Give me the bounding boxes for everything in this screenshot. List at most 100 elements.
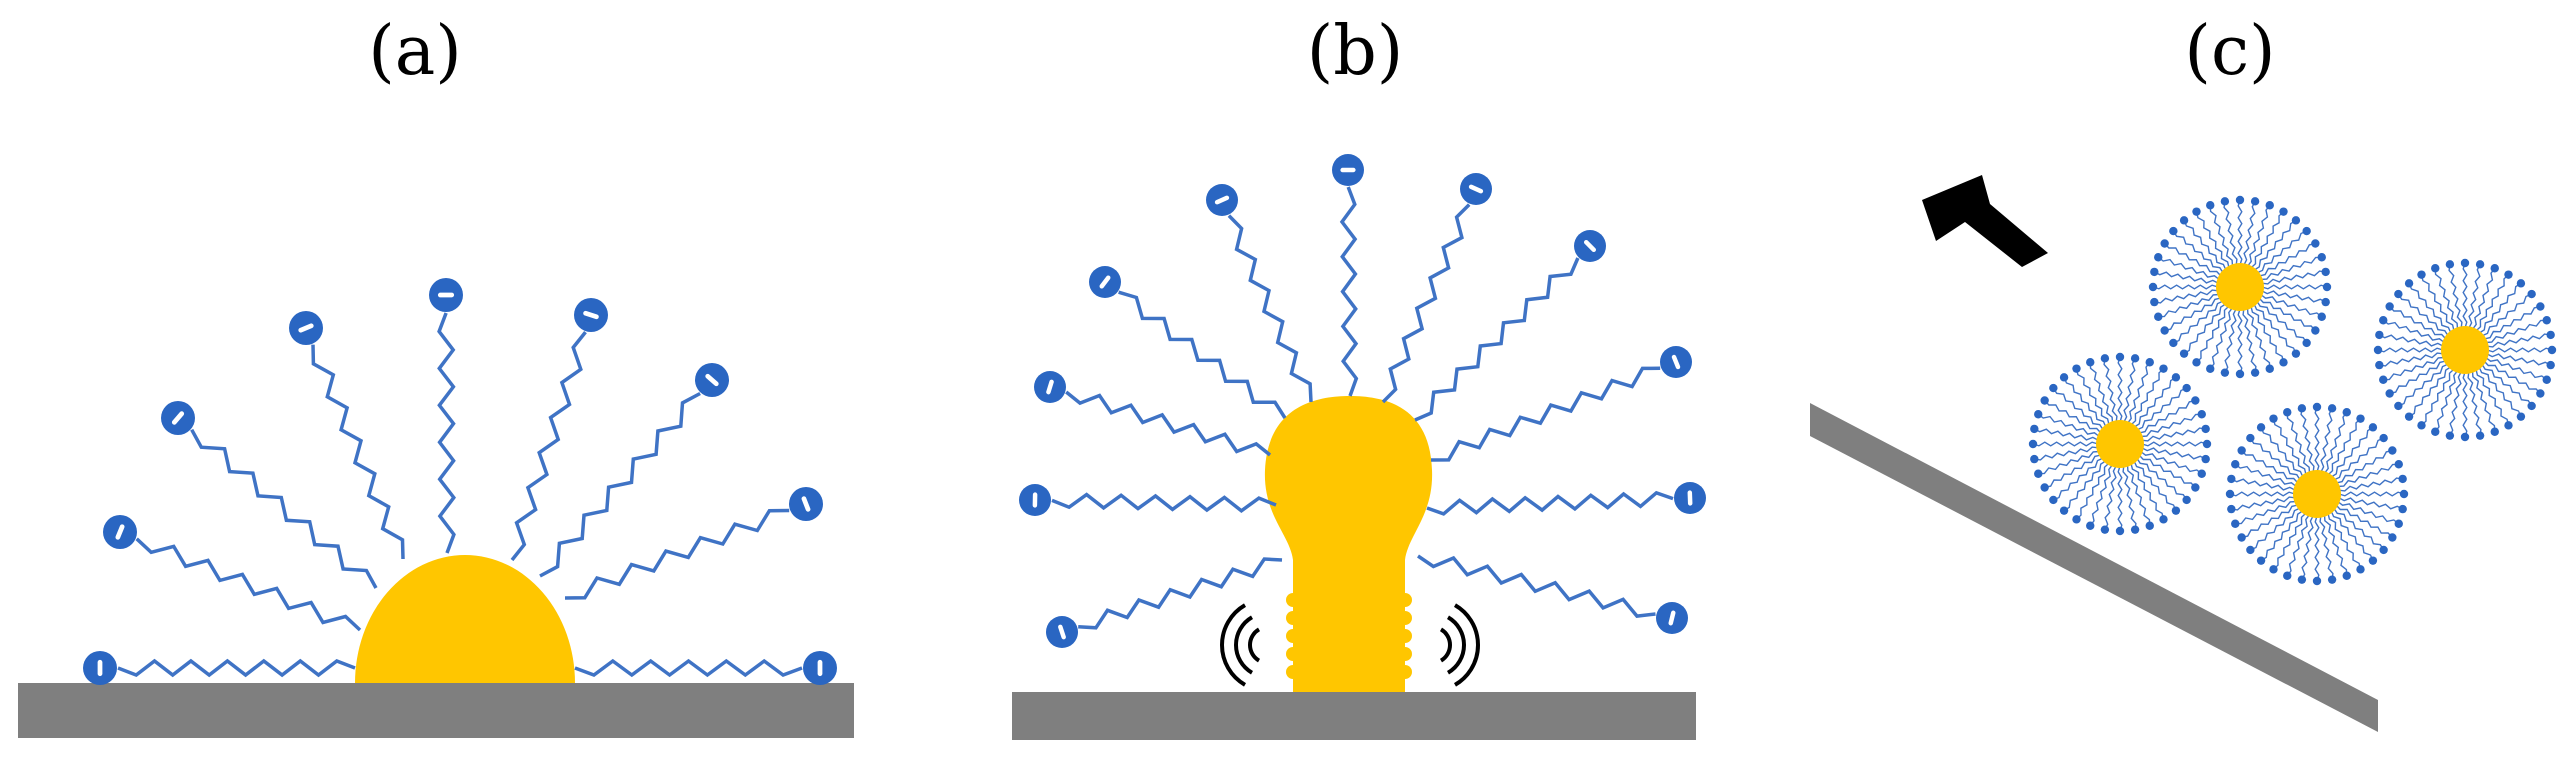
micelle-head [2322,282,2332,292]
micelle-core [2216,263,2264,311]
micelle-head [2269,414,2278,423]
micelle-tail [2337,500,2400,525]
micelle-head [2373,345,2383,355]
micelle-tail [2173,300,2224,344]
hydrocarbon-tail [1414,257,1580,422]
micelle-tail [2398,363,2449,407]
hydrocarbon-tail [539,391,701,578]
hydrocarbon-tail [1339,186,1359,397]
micelle-tail [2256,300,2308,344]
micelle-head [2235,369,2245,379]
micelle-head [2311,326,2320,335]
micelle-core [2441,326,2489,374]
micelle-head [2269,565,2278,574]
micelle-tail [2314,406,2320,473]
micelle-head [2356,565,2365,574]
micelle-head [2342,571,2351,580]
micelle-tail [2033,428,2099,441]
micelle-head [2516,279,2526,288]
micelle-tail [2486,353,2552,366]
micelle-tail [2237,308,2243,375]
micelle-head [2182,495,2191,505]
micelle-head [2379,375,2388,384]
micelle-head [2034,469,2043,478]
micelle-head [2150,297,2159,307]
micelle-tail [2117,465,2123,532]
micelle-tail [2478,366,2522,417]
micelle-head [2169,338,2178,348]
micelle-head [2388,446,2397,455]
micelle-head [2291,216,2301,225]
micelle-head [2191,483,2200,492]
micelle-head [2206,201,2215,210]
micelle-tail [2130,462,2165,520]
droplet-edge-bump [1286,611,1300,625]
micelle-tail [2483,360,2541,394]
panel-label-c: (c) [2184,12,2276,91]
micelle-tail [2138,454,2196,488]
micelle-tail [2209,307,2234,370]
micelle-tail [2164,297,2222,332]
minus-icon [298,323,314,333]
surfactant-molecule [289,311,405,560]
micelle-head [2327,575,2337,584]
minus-icon [437,292,455,298]
hydrocarbon-tail [564,508,790,600]
micelle-head [2160,326,2169,335]
droplet-b [1264,396,1433,692]
micelle-tail [2104,465,2117,531]
micelle-tail [2063,460,2107,512]
micelle-tail [2273,512,2307,570]
micelle-tail [2141,447,2207,460]
micelle-tail [2044,400,2102,434]
micelle-tail [2434,268,2459,330]
micelle-head [2490,427,2499,436]
micelle-head [2302,338,2311,348]
micelle-tail [2209,205,2234,267]
hydrocarbon-tail [510,331,587,562]
micelle-tail [2241,504,2299,539]
micelle-tail [2052,387,2104,431]
micelle-tail [2481,293,2532,337]
micelle-tail [2379,352,2444,367]
micelle-head [2171,373,2181,382]
micelle-tail [2261,290,2327,303]
micelle-head [2312,402,2322,412]
micelle-head [2197,469,2206,478]
surfactant-molecule [1019,484,1277,516]
ultrasound-waves-icon [1439,603,1480,687]
micelle-head [2154,312,2163,321]
micelle-head [2302,226,2311,236]
micelle-tail [2037,413,2100,438]
surfactant-molecule [1206,184,1313,403]
minus-icon [1058,624,1066,640]
micelle-head [2227,504,2236,514]
micelle-head [2250,368,2260,377]
micelle-head [2504,270,2513,279]
micelle-head [2542,375,2551,384]
micelle-head [2179,216,2189,225]
hydrocarbon-tail [1426,490,1674,516]
micelle-tail [2229,491,2296,497]
surfactant-molecule [103,515,362,632]
micelle-head [2072,515,2081,524]
hydrocarbon-tail [135,537,362,632]
micelle-tail [2471,267,2496,330]
micelle-tail [2338,497,2404,510]
micelle-tail [2158,293,2220,318]
micelle-head [2201,454,2210,464]
micelle-head [2225,489,2235,499]
micelle-tail [2246,307,2271,369]
micelle-tail [2223,201,2238,266]
micelle-head [2388,533,2397,542]
micelle-tail [2154,289,2219,304]
micelle-head [2130,525,2140,534]
micelle-head [2197,410,2206,419]
micelle-tail [2475,368,2510,426]
hydrocarbon-tail [117,658,356,678]
micelle-tail [2338,477,2403,492]
micelle-tail [2335,504,2393,538]
micelle-tail [2249,437,2301,481]
